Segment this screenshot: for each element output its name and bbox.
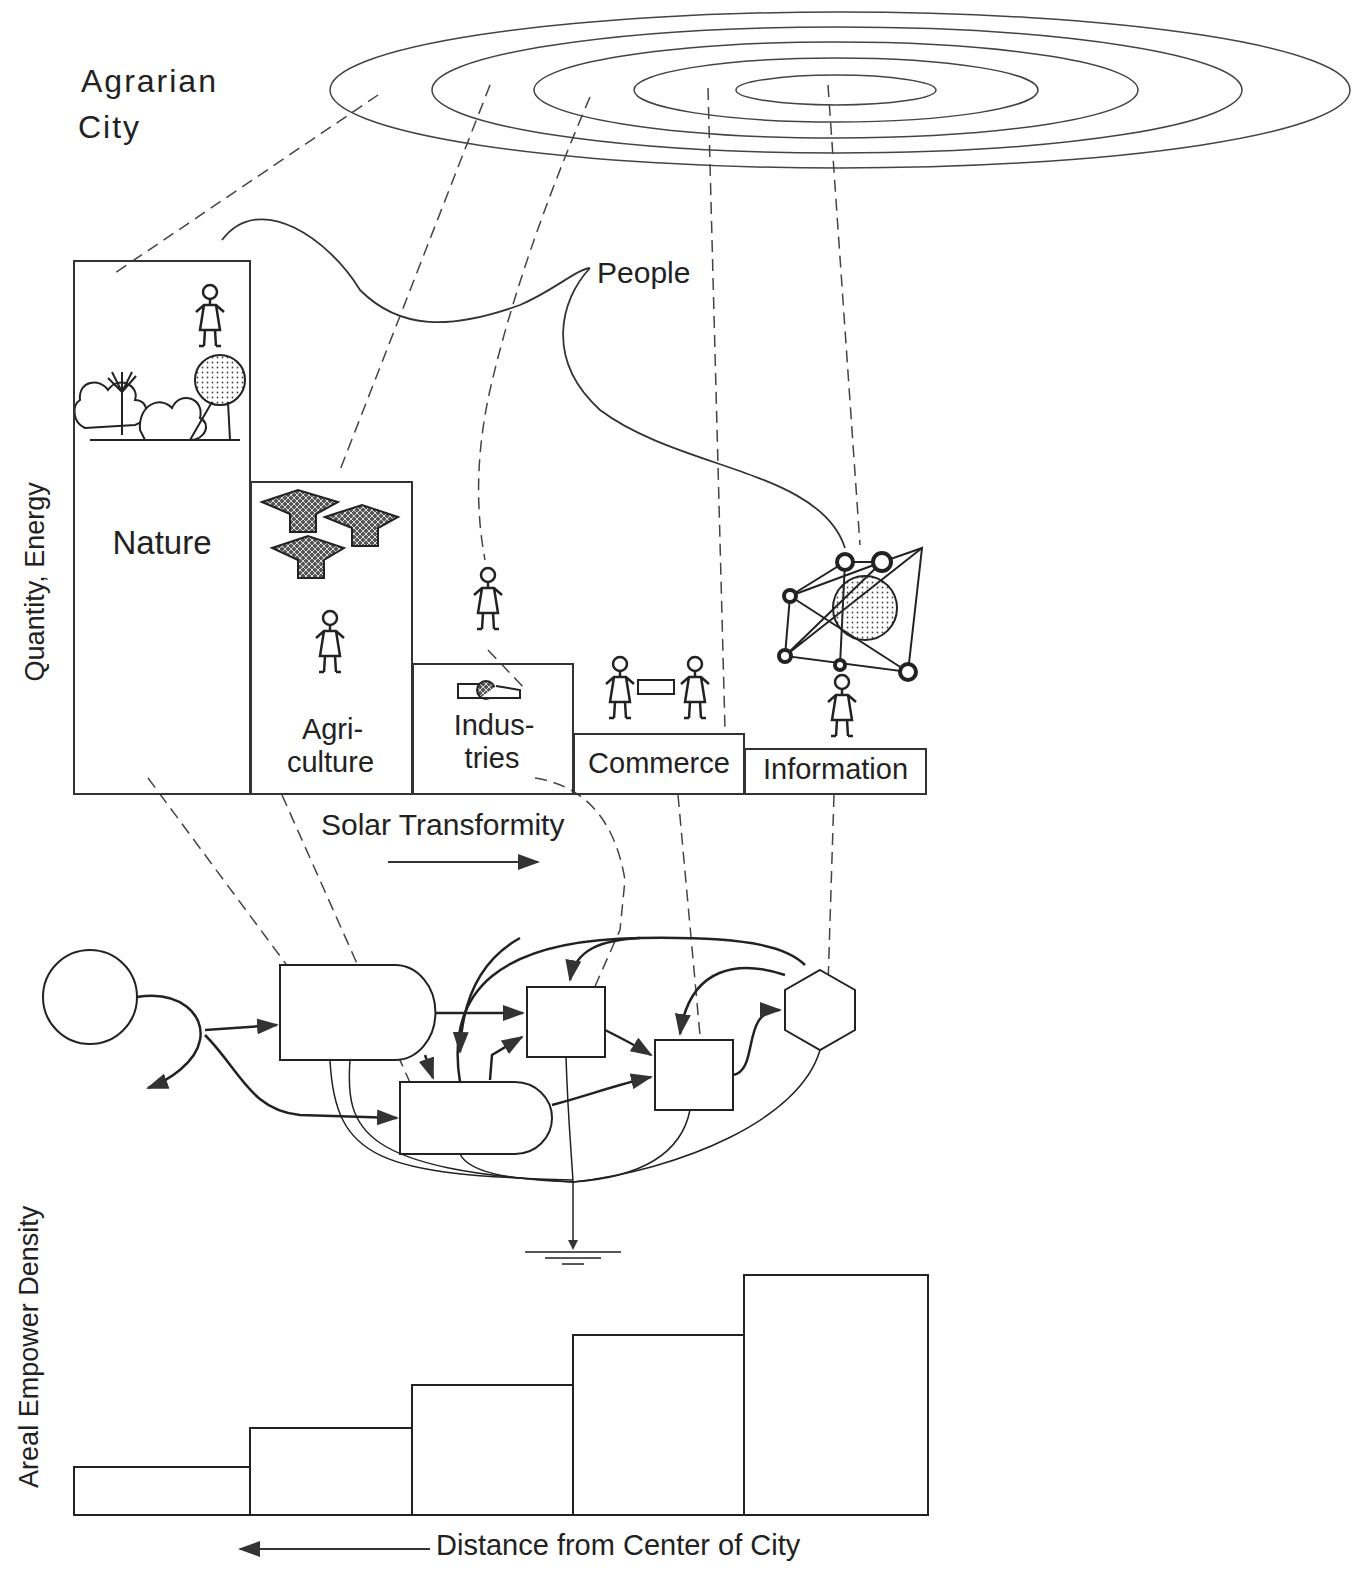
axis-label: Solar Transformity — [318, 808, 567, 841]
axis-label: Distance from Center of City — [433, 1529, 803, 1561]
energy-bar: Agri- culture — [250, 481, 413, 795]
bar-label: Nature — [110, 524, 213, 561]
city-title: Agrarian City — [78, 63, 218, 145]
axis-arrow — [240, 1548, 430, 1550]
dashed-leaders — [112, 85, 860, 1105]
energy-bar: Information — [744, 748, 927, 795]
people-label: People — [594, 256, 693, 289]
axis-label-wrap: Quantity, Energy — [21, 479, 51, 684]
people-label-wrap: People — [594, 256, 693, 289]
bar-label: Commerce — [586, 747, 732, 779]
person-figure — [474, 568, 502, 629]
bar-label-wrap: Agri- culture — [277, 713, 387, 780]
person-figure — [606, 657, 634, 718]
density-bars — [74, 1275, 928, 1515]
energy-bar: Indus- tries — [412, 663, 574, 795]
person-figure — [681, 657, 709, 718]
person-figure — [196, 285, 224, 346]
bar-label: Information — [761, 753, 910, 785]
bar-label-wrap: Information — [746, 753, 925, 786]
city-rings — [330, 12, 1350, 168]
energy-bar: Commerce — [573, 733, 745, 795]
bar-label-wrap: Indus- tries — [438, 709, 548, 776]
axis-label: Areal Empower Density — [14, 1203, 44, 1491]
person-figure — [316, 611, 344, 672]
network — [779, 548, 922, 680]
exchange-box — [638, 680, 674, 694]
axis-label: Quantity, Energy — [20, 479, 50, 684]
huts — [262, 490, 398, 578]
machine — [458, 681, 520, 699]
axis-arrow — [388, 861, 538, 863]
axis-label-wrap: Areal Empower Density — [15, 1203, 45, 1491]
axis-label-wrap: Solar Transformity — [318, 808, 567, 841]
energy-diagram — [43, 938, 855, 1264]
bar-label: Indus- tries — [452, 709, 535, 774]
bar-label: Agri- culture — [287, 713, 376, 778]
bar-label-wrap: Commerce — [575, 747, 743, 780]
axis-label-wrap: Distance from Center of City — [433, 1530, 803, 1562]
person-figure — [828, 675, 856, 736]
trees — [75, 355, 245, 440]
energy-bar: Nature — [73, 260, 251, 795]
city-title-wrap: Agrarian City — [78, 58, 278, 151]
people-curve — [222, 219, 845, 548]
bar-label-wrap: Nature — [75, 524, 249, 562]
